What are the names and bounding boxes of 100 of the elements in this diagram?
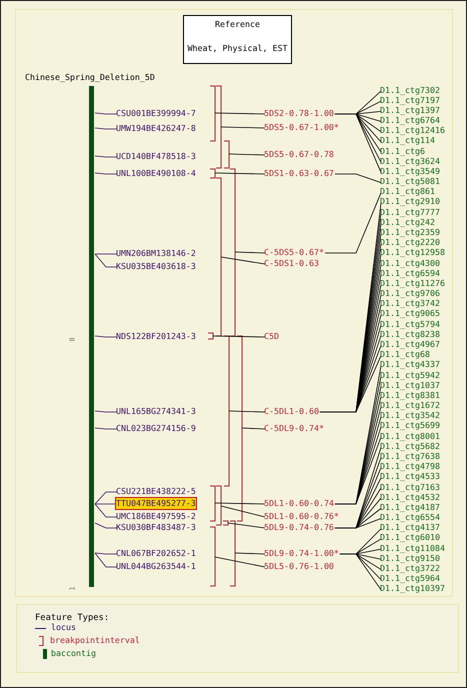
interval-label: 5DS2-0.78-1.00	[264, 108, 334, 118]
contig-label: D1.1_ctg6764	[380, 115, 440, 126]
locus-line	[94, 172, 118, 174]
bracket-mark	[230, 168, 236, 336]
leader-line	[228, 522, 266, 528]
bracket-mark	[210, 526, 216, 586]
correspondence-line	[334, 174, 382, 184]
reference-box	[183, 15, 292, 64]
correspondence-line	[340, 554, 382, 590]
contig-label: D1.1_ctg11084	[380, 542, 445, 554]
contig-label: D1.1_ctg4532	[380, 492, 440, 503]
correspondence-line	[324, 192, 382, 254]
interval-label: C-5DS5-0.67*	[264, 246, 324, 258]
locus-label: NDS122BF201243-3	[116, 330, 196, 342]
interval-label: 5DS5-0.67-1.00*	[264, 122, 339, 132]
bracket-mark	[216, 178, 222, 336]
legend-text: breakpointinterval	[50, 635, 140, 646]
contig-label: D1.1_ctg4300	[380, 258, 440, 269]
contig-label: D1.1_ctg242	[380, 216, 435, 228]
contig-label: D1.1_ctg5699	[380, 420, 440, 432]
interval-label: 5DL9-0.74-0.76	[264, 522, 334, 532]
contig-label: D1.1_ctg3742	[380, 298, 440, 310]
bracket-mark	[216, 486, 222, 526]
locus-line	[94, 504, 118, 518]
contig-label: D1.1_ctg5942	[380, 370, 440, 381]
leader-line	[220, 126, 266, 128]
locus-label: CSU221BE438222-5	[116, 486, 196, 496]
legend-heading: Feature Types:	[35, 613, 110, 624]
locus-line	[94, 336, 118, 338]
locus-line	[94, 522, 118, 528]
contig-label: D1.1_ctg8381	[380, 390, 440, 401]
contig-label: D1.1_ctg6010	[380, 532, 440, 544]
bracket-mark	[224, 140, 230, 168]
legend-text: locus	[51, 622, 76, 633]
contig-label: D1.1_ctg1672	[380, 400, 440, 412]
contig-label: D1.1_ctg12416	[380, 125, 445, 136]
locus-line	[94, 492, 118, 504]
contig-label: D1.1_ctg114	[380, 135, 435, 146]
contig-label: D1.1_ctg4137	[380, 522, 440, 534]
contig-label: D1.1_ctg68	[380, 349, 430, 360]
contig-label: D1.1_ctg3722	[380, 562, 440, 574]
contig-label: D1.1_ctg6554	[380, 512, 440, 524]
leader-line	[214, 502, 266, 504]
leader-line	[214, 112, 266, 114]
contig-label: D1.1_ctg8238	[380, 328, 440, 340]
bracket-mark	[208, 332, 214, 340]
contig-label: D1.1_ctg4187	[380, 502, 440, 513]
bracket-mark	[224, 336, 230, 486]
contig-label: D1.1_ctg4533	[380, 471, 440, 482]
leader-line	[228, 410, 266, 412]
contig-label: D1.1_ctg9706	[380, 288, 440, 300]
contig-label: D1.1_ctg861	[380, 186, 435, 198]
bracket-mark	[216, 86, 222, 168]
bracket-mark	[236, 336, 242, 522]
contig-label: D1.1_ctg6	[380, 146, 425, 157]
locus-label: UNL044BG263544-1	[116, 560, 196, 572]
locus-label: CNL023BG274156-9	[116, 422, 196, 434]
contig-label: D1.1_ctg7197	[380, 94, 440, 106]
leader-line	[228, 154, 266, 156]
locus-line	[94, 128, 118, 130]
locus-label: UNL100BE490108-4	[116, 168, 196, 178]
interval-label: 5DL1-0.60-0.74	[264, 498, 334, 508]
contig-label: D1.1_ctg7638	[380, 450, 440, 462]
interval-label: 5DS5-0.67-0.78	[264, 148, 334, 160]
leader-line	[242, 428, 266, 430]
contig-label: D1.1_ctg8001	[380, 430, 440, 442]
contig-label: D1.1_ctg5682	[380, 440, 440, 452]
contig-label: D1.1_ctg9150	[380, 552, 440, 564]
leader-line	[234, 252, 266, 254]
leader-line	[214, 172, 266, 174]
contig-label: D1.1_ctg6594	[380, 268, 440, 279]
contig-label: D1.1_ctg9065	[380, 308, 440, 320]
contig-label: D1.1_ctg4967	[380, 339, 440, 350]
contig-label: D1.1_ctg11276	[380, 278, 445, 289]
reference-subtitle: Wheat, Physical, EST	[186, 43, 288, 54]
locus-label: UMW194BE426247-8	[116, 122, 196, 134]
locus-label: UMC186BE497595-2	[116, 510, 196, 522]
locus-label: CNL067BF202652-1	[116, 548, 196, 558]
legend-text: baccontig	[51, 648, 96, 659]
locus-label: KSU030BF483487-3	[116, 522, 196, 532]
contig-label: D1.1_ctg3624	[380, 156, 440, 167]
leader-line	[214, 556, 266, 568]
bracket-mark	[222, 520, 228, 526]
interval-label: C-5DL1-0.60	[264, 406, 319, 416]
bracket-mark	[210, 168, 216, 178]
contig-label: D1.1_ctg4798	[380, 461, 440, 472]
bracket-mark	[230, 520, 236, 586]
contig-label: D1.1_ctg7163	[380, 482, 440, 493]
contig-label: D1.1_ctg2359	[380, 227, 440, 238]
locus-label: CSU001BE399994-7	[116, 108, 196, 118]
locus-label: KSU035BE403618-3	[116, 260, 196, 272]
leader-line	[212, 336, 266, 338]
locus-line	[94, 428, 118, 430]
leader-line	[234, 552, 266, 554]
interval-label: 5DL9-0.74-1.00*	[264, 548, 339, 558]
contig-label: D1.1_ctg5794	[380, 318, 440, 330]
interval-label: C-5DL9-0.74*	[264, 422, 324, 434]
interval-label: 5DS1-0.63-0.67	[264, 168, 334, 178]
contig-label: D1.1_ctg10397	[380, 583, 445, 594]
correspondence-line	[334, 114, 382, 173]
